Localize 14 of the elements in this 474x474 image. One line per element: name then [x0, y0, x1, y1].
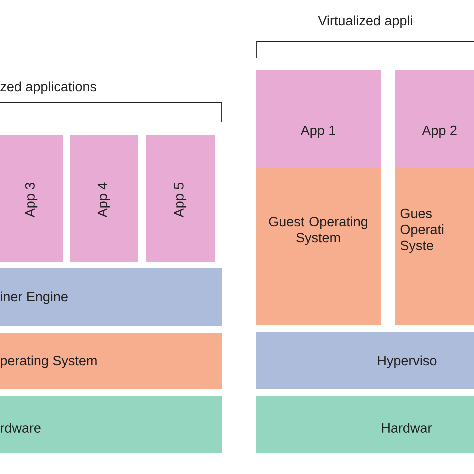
app-box: App 5: [146, 135, 216, 262]
layer-bar: Hyperviso: [256, 332, 474, 390]
app-box: App 4: [70, 135, 138, 262]
os-box: perating System: [0, 333, 222, 390]
os-box: Gues Operati Syste: [395, 167, 474, 326]
hardware-bar: Hardwar: [256, 396, 474, 454]
layer-bar: iner Engine: [0, 268, 222, 326]
os-box: Guest Operating System: [256, 167, 382, 326]
app-box: App 2: [395, 70, 474, 168]
app-box: App 3: [0, 135, 64, 262]
group-title: Virtualized appli: [318, 16, 412, 28]
hardware-bar: rdware: [0, 396, 222, 454]
app-box: App 1: [256, 70, 382, 168]
group-title: zed applications: [0, 82, 96, 94]
